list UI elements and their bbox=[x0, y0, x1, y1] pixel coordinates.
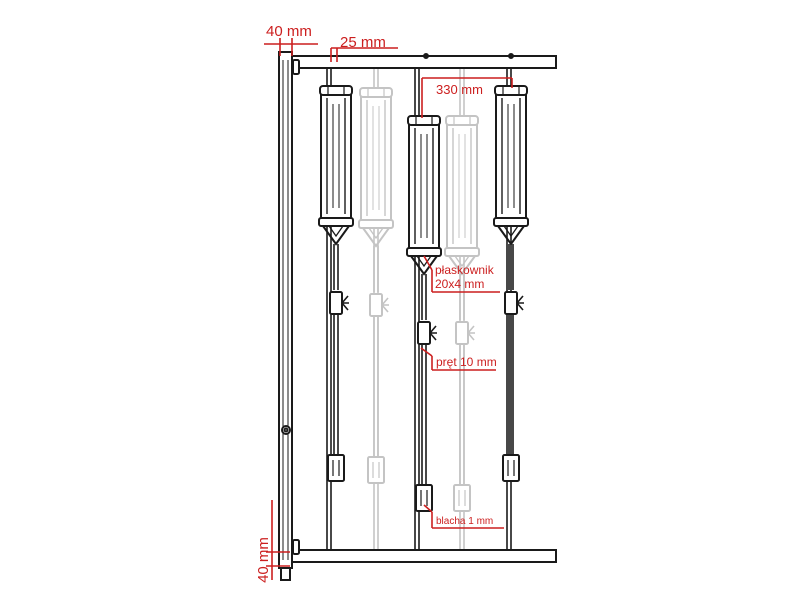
holder-middle bbox=[406, 115, 442, 512]
label-rod: pręt 10 mm bbox=[436, 355, 497, 369]
ghost-holder-2 bbox=[444, 115, 480, 512]
dim-bar-spacing: 330 mm bbox=[436, 82, 483, 97]
dim-bottom-gap: 40 mm bbox=[255, 537, 272, 583]
label-flat-bar-line2: 20x4 mm bbox=[435, 277, 484, 291]
label-flat-bar-line1: płaskownik bbox=[435, 263, 495, 277]
ghost-holder-1 bbox=[358, 87, 394, 484]
dimension-lines bbox=[264, 38, 513, 580]
label-sheet: blacha 1 mm bbox=[436, 516, 493, 527]
holder-left bbox=[318, 85, 354, 482]
left-post bbox=[278, 51, 300, 581]
dim-left-post-width: 40 mm bbox=[266, 23, 312, 40]
dim-bar-offset: 25 mm bbox=[340, 34, 386, 51]
rails bbox=[291, 53, 557, 563]
